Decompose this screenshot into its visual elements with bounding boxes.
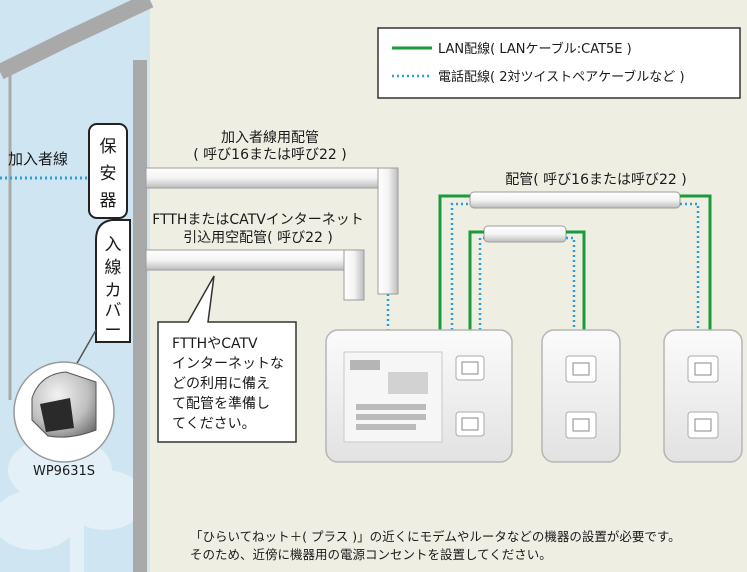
callout-line-3: どの利用に備え xyxy=(172,376,270,392)
entry-cover-char-3: カ xyxy=(105,281,122,301)
subscriber-line-label: 加入者線 xyxy=(8,150,68,168)
ftth-conduit-label-2: 引込用空配管( 呼び22 ) xyxy=(183,230,333,246)
callout-line-5: てください。 xyxy=(172,416,256,432)
entry-cover: 入 線 カ バ ー xyxy=(95,219,131,343)
legend-lan-label: LAN配線( LANケーブル:CAT5E ) xyxy=(438,41,632,57)
wiring-conduits xyxy=(469,191,681,243)
phone-wires xyxy=(450,202,700,330)
protector-char-1: 保 xyxy=(100,137,117,157)
callout-line-2: インターネットな xyxy=(172,356,284,372)
entry-cover-char-1: 入 xyxy=(105,235,122,255)
outlet-panel-3 xyxy=(663,329,743,463)
wp9631s-product: WP9631S xyxy=(13,329,115,479)
top-conduit-label: 配管( 呼び16または呼び22 ) xyxy=(505,172,686,188)
subscriber-conduit-label-2: ( 呼び16または呼び22 ) xyxy=(193,147,346,163)
footer-line-1: 「ひらいてねット＋( プラス )」の近くにモデムやルータなどの機器の設置が必要で… xyxy=(190,529,681,544)
legend-phone-label: 電話配線( 2対ツイストペアケーブルなど ) xyxy=(438,69,685,85)
outlet-panel-2 xyxy=(541,329,621,463)
ftth-conduit xyxy=(145,249,365,301)
subscriber-conduit-label-1: 加入者線用配管 xyxy=(221,130,319,146)
entry-cover-char-2: 線 xyxy=(105,258,122,278)
ftth-conduit-label-1: FTTHまたはCATVインターネット xyxy=(152,212,364,228)
main-panel xyxy=(325,329,513,463)
legend-box: LAN配線( LANケーブル:CAT5E ) 電話配線( 2対ツイストペアケーブ… xyxy=(377,27,741,99)
protector-char-3: 器 xyxy=(100,191,117,211)
protector-box: 保 安 器 xyxy=(88,123,128,219)
protector-char-2: 安 xyxy=(100,164,117,184)
callout-line-4: て配管を準備し xyxy=(172,396,270,412)
callout-box: FTTHやCATV インターネットな どの利用に備え て配管を準備し てください… xyxy=(157,275,297,443)
entry-cover-char-4: バ xyxy=(105,301,122,321)
subscriber-conduit xyxy=(145,167,399,295)
product-label: WP9631S xyxy=(33,464,95,479)
lan-wires xyxy=(438,194,712,330)
entry-cover-char-5: ー xyxy=(105,321,122,341)
footer-line-2: そのため、近傍に機器用の電源コンセントを設置してください。 xyxy=(190,547,552,562)
callout-line-1: FTTHやCATV xyxy=(172,336,258,352)
